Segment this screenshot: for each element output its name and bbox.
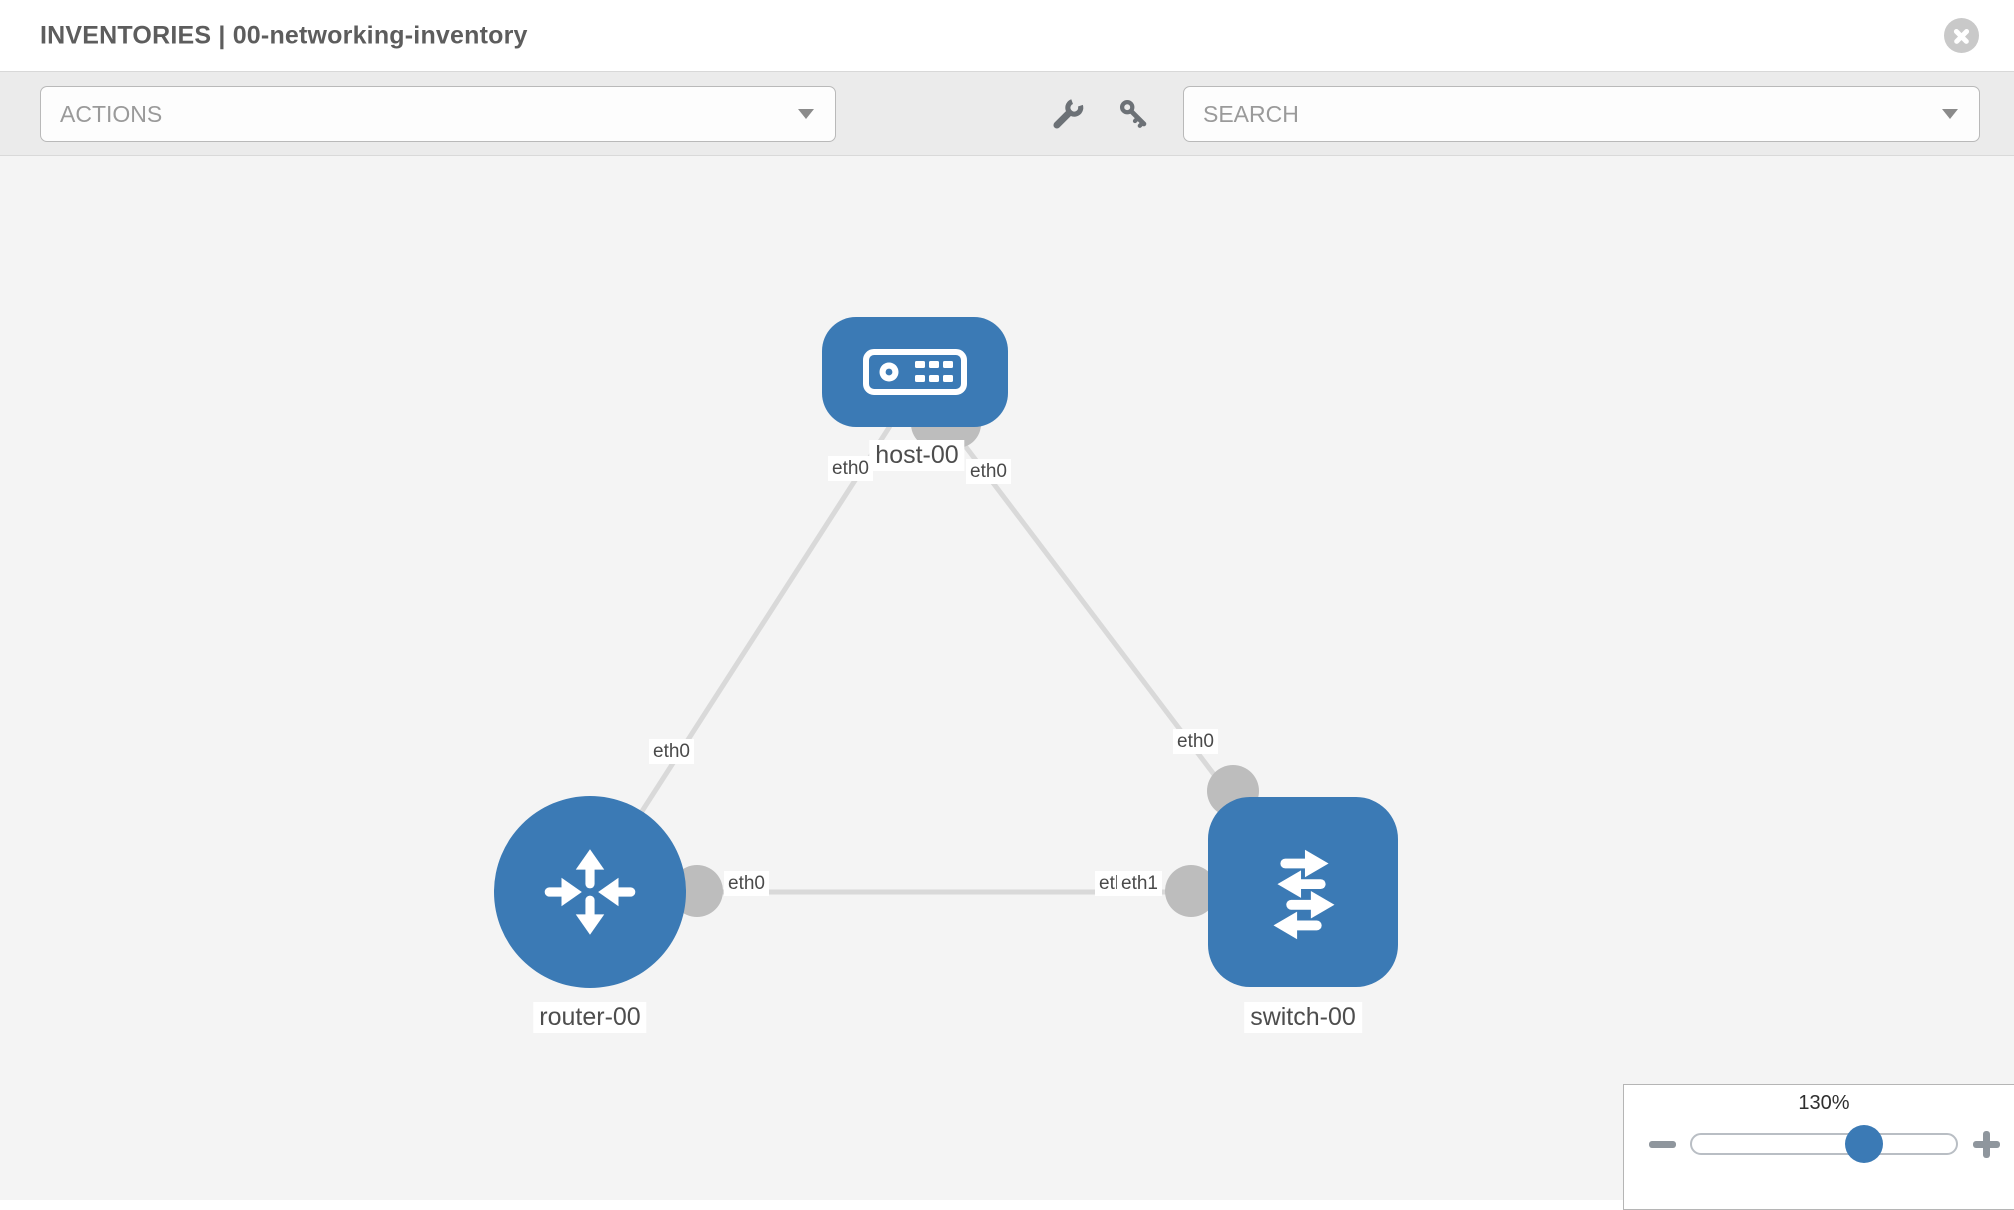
node-host-00[interactable] [822,317,1008,427]
interface-label: eth1 [1117,871,1162,896]
toolbar: ACTIONS [0,72,2014,156]
host-icon [863,349,967,395]
zoom-slider-track[interactable] [1690,1133,1958,1155]
interface-dot-switch-left[interactable] [1165,865,1217,917]
search-dropdown[interactable] [1183,86,1980,142]
zoom-panel: 130% [1623,1084,2014,1210]
actions-dropdown-label: ACTIONS [60,100,163,127]
zoom-percentage: 130% [1798,1092,1850,1114]
topology-links-layer [587,400,1305,917]
topology-canvas[interactable]: eth0 eth0 eth0 eth0 eth0 eth0 eth1 host-… [0,156,2014,1200]
zoom-out-button[interactable] [1642,1124,1682,1164]
node-switch-00[interactable] [1208,797,1398,987]
header-bar: INVENTORIES | 00-networking-inventory [0,0,2014,72]
page-title: INVENTORIES | 00-networking-inventory [40,21,528,49]
node-label-switch-00: switch-00 [1244,1002,1362,1033]
caret-down-icon [1942,109,1958,119]
interface-label: eth0 [649,739,694,764]
node-router-00[interactable] [494,796,686,988]
key-icon [1119,99,1147,128]
interface-label: eth0 [1173,729,1218,754]
node-label-host-00: host-00 [869,440,965,471]
zoom-slider-handle[interactable] [1845,1125,1883,1163]
credentials-button[interactable] [1110,90,1158,138]
actions-dropdown[interactable]: ACTIONS [40,86,836,142]
interface-label: eth0 [724,871,769,896]
caret-down-icon [798,109,814,119]
close-button[interactable] [1944,18,1979,53]
wrench-icon [1053,98,1084,129]
zoom-in-button[interactable] [1966,1124,2006,1164]
node-label-router-00: router-00 [533,1002,647,1033]
minus-icon [1649,1140,1676,1148]
router-icon [544,849,636,935]
interface-label: eth0 [828,456,873,481]
search-input[interactable] [1203,100,1933,128]
configure-button[interactable] [1044,90,1092,138]
interface-label: eth0 [966,459,1011,484]
switch-icon [1273,849,1335,940]
plus-icon [1983,1130,1990,1158]
